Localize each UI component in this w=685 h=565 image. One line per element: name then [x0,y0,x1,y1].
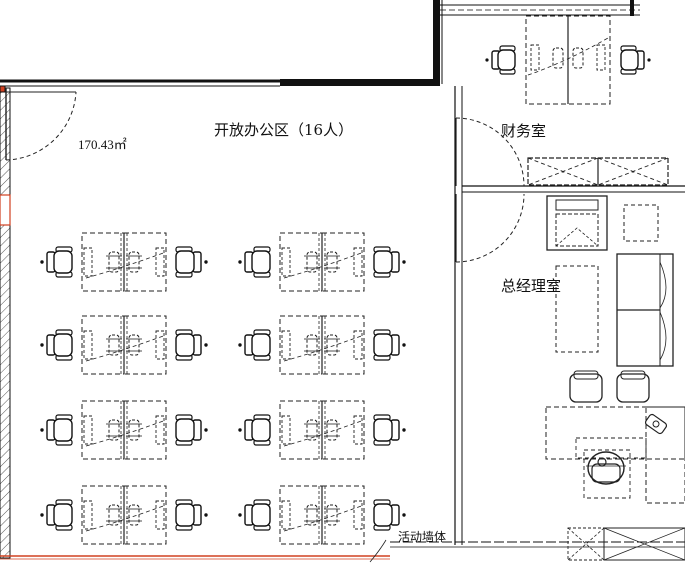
office-chair [373,414,406,446]
office-chair [40,246,73,278]
office-chair [373,329,406,361]
finance-room-furniture [525,15,669,186]
desk-cluster-row [238,232,406,292]
desk-cluster-row [40,232,208,292]
area-label: 170.43㎡ [78,137,127,152]
gm-room-furniture [545,195,685,561]
movable-wall-label: 活动墙体 [398,530,447,544]
doors [5,88,525,263]
office-chair [40,329,73,361]
office-chair [175,414,208,446]
office-chair [238,414,271,446]
office-chair [238,246,271,278]
office-chair [373,246,406,278]
desk-cluster-row [40,400,208,460]
desk-cluster-row [238,400,406,460]
office-chair [40,414,73,446]
office-chair [175,499,208,531]
gm-office-label: 总经理室 [501,277,562,295]
office-chair [175,246,208,278]
office-chair [40,499,73,531]
office-chair [238,499,271,531]
office-chair [373,499,406,531]
office-chair [175,329,208,361]
desk-cluster-row [238,485,406,545]
desk-cluster-row [40,485,208,545]
finance-room-label: 财务室 [501,122,547,140]
office-chair [238,329,271,361]
desk-cluster-row [238,315,406,375]
open-office-label: 开放办公区（16人） [214,121,354,139]
desk-cluster-row [40,315,208,375]
